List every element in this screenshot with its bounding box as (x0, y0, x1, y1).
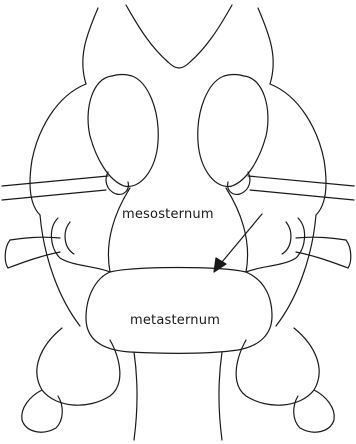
right-middle-leg-upper (296, 237, 346, 240)
right-leg-lower (250, 190, 354, 200)
left-body-contour (30, 84, 86, 215)
right-antenna-outer (258, 8, 273, 84)
left-antenna-outer (83, 8, 98, 84)
right-middle-leg-tip (346, 240, 351, 268)
right-middle-coxa (246, 218, 305, 272)
head-center (168, 62, 190, 68)
mesosternum-label: mesosternum (122, 207, 214, 222)
left-middle-leg-upper (10, 237, 60, 240)
right-hind-femur (294, 390, 335, 432)
abdomen-right (219, 352, 222, 440)
mesosternum-left-side (108, 188, 130, 272)
right-antenna-inner (190, 5, 232, 62)
left-antenna-inner (126, 5, 168, 62)
left-middle-coxa (51, 218, 110, 272)
right-lower-body (276, 215, 316, 326)
right-body-contour (270, 84, 326, 215)
abdomen-left (134, 352, 137, 440)
left-hind-coxa (37, 328, 120, 405)
left-leg-upper (2, 176, 108, 186)
left-middle-coxa-inner (65, 222, 74, 254)
left-middle-leg-tip (5, 240, 10, 268)
left-middle-leg-lower (8, 252, 60, 268)
left-hind-femur (22, 390, 63, 432)
right-mesocoxa (198, 75, 268, 187)
left-leg-lower (2, 190, 106, 200)
mesosternum-right-side (226, 188, 248, 272)
metasternum-label: metasternum (130, 313, 220, 328)
right-middle-leg-lower (296, 252, 348, 268)
right-leg-upper (248, 176, 354, 186)
metasternum-plate (86, 268, 272, 354)
right-middle-coxa-inner (282, 222, 291, 254)
left-lower-body (40, 215, 80, 326)
right-hind-coxa (236, 328, 319, 405)
left-mesocoxa (88, 75, 158, 187)
